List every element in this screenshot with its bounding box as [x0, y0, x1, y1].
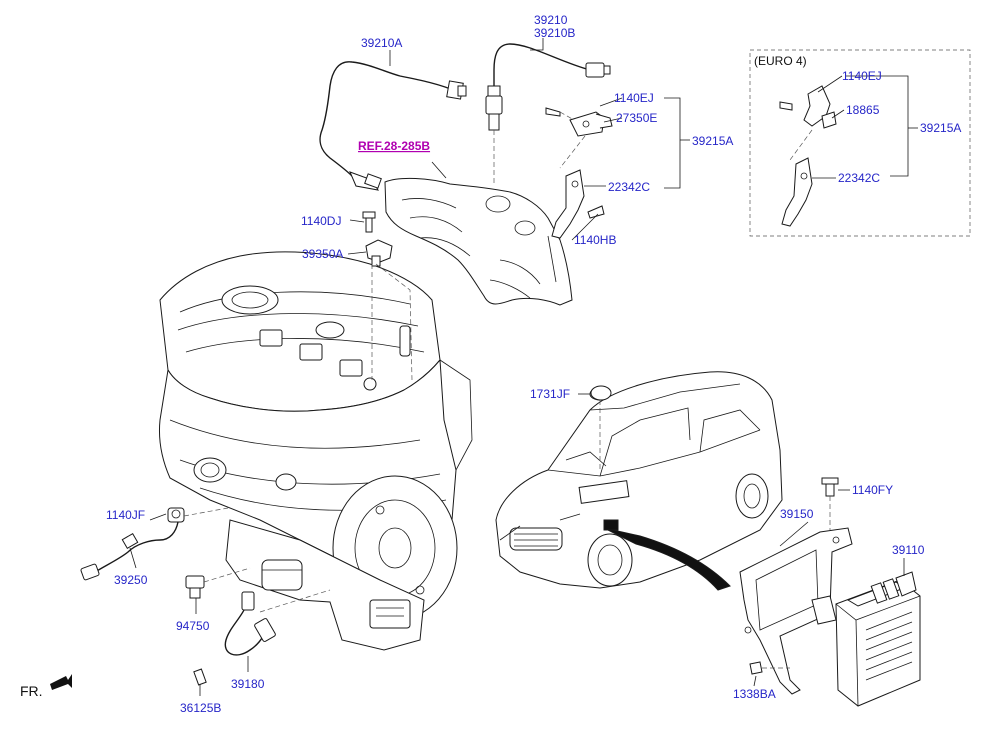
exhaust-manifold	[384, 177, 573, 306]
label-euro-39215a: 39215A	[920, 121, 961, 135]
cam-position-sensor	[362, 211, 413, 381]
label-39180: 39180	[231, 677, 265, 691]
label-1338ba: 1338BA	[733, 687, 776, 701]
front-direction-indicator	[50, 674, 72, 690]
engine-control-unit	[835, 571, 921, 707]
label-27350e: 27350E	[616, 111, 657, 125]
label-front: FR.	[20, 683, 43, 699]
knock-sensor	[80, 507, 229, 581]
label-39215a: 39215A	[692, 134, 733, 148]
label-1140jf: 1140JF	[106, 508, 145, 522]
label-36125b: 36125B	[180, 701, 221, 715]
oil-pressure-switch	[185, 567, 251, 599]
label-39210: 39210	[534, 13, 568, 27]
crank-position-sensor	[193, 589, 331, 686]
oxygen-sensor-39210a	[319, 61, 467, 191]
label-1140dj: 1140DJ	[301, 214, 341, 228]
label-1140fy: 1140FY	[852, 483, 893, 497]
vehicle-illustration	[495, 371, 783, 591]
leader-lines	[129, 38, 918, 696]
oxygen-sensor-39210	[485, 43, 611, 185]
label-1140hb: 1140HB	[574, 233, 616, 247]
label-reference-28-285b: REF.28-285B	[358, 139, 430, 153]
label-euro-4: (EURO 4)	[754, 54, 807, 68]
label-39210b: 39210B	[534, 26, 575, 40]
label-39210a: 39210A	[361, 36, 402, 50]
label-39350a: 39350A	[302, 247, 343, 261]
label-euro-18865: 18865	[846, 103, 880, 117]
sensor-bracket	[545, 107, 613, 239]
engine-block	[159, 251, 473, 651]
part-labels: 39210A 39210 39210B REF.28-285B 1140EJ 2…	[20, 13, 961, 715]
label-1140ej: 1140EJ	[614, 91, 654, 105]
grommet	[590, 385, 612, 401]
label-euro-22342c: 22342C	[838, 171, 880, 185]
label-1731jf: 1731JF	[530, 387, 570, 401]
label-39250: 39250	[114, 573, 148, 587]
label-39150: 39150	[780, 507, 814, 521]
label-94750: 94750	[176, 619, 210, 633]
ecu-bracket	[739, 477, 853, 695]
label-39110: 39110	[892, 543, 925, 557]
euro4-inset	[749, 49, 971, 237]
label-22342c: 22342C	[608, 180, 650, 194]
label-euro-1140ej: 1140EJ	[842, 69, 882, 83]
